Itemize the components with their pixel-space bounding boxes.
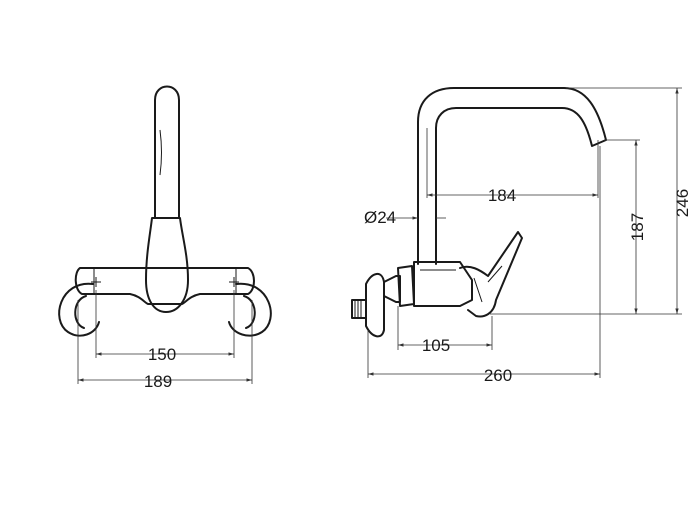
side-handle <box>459 231 523 318</box>
front-body <box>74 267 255 305</box>
side-rosette <box>365 273 385 338</box>
right-rosette <box>228 282 272 337</box>
front-view: 150 189 <box>58 85 272 391</box>
threaded-stub <box>351 299 367 319</box>
dim-label-105: 105 <box>422 336 450 355</box>
dim-label-dia24: Ø24 <box>364 208 396 227</box>
dim-label-189: 189 <box>144 372 172 391</box>
dim-label-184: 184 <box>488 186 516 205</box>
front-lever <box>145 217 189 313</box>
left-rosette <box>58 282 100 337</box>
front-spout <box>154 85 180 219</box>
hex-nut <box>383 275 401 303</box>
dim-label-260: 260 <box>484 366 512 385</box>
side-view: 184 Ø24 187 246 105 260 <box>351 87 692 385</box>
dim-label-187: 187 <box>628 213 647 241</box>
side-spout <box>417 87 607 265</box>
side-body <box>413 261 473 307</box>
dim-label-246: 246 <box>673 189 692 217</box>
dim-label-150: 150 <box>148 345 176 364</box>
